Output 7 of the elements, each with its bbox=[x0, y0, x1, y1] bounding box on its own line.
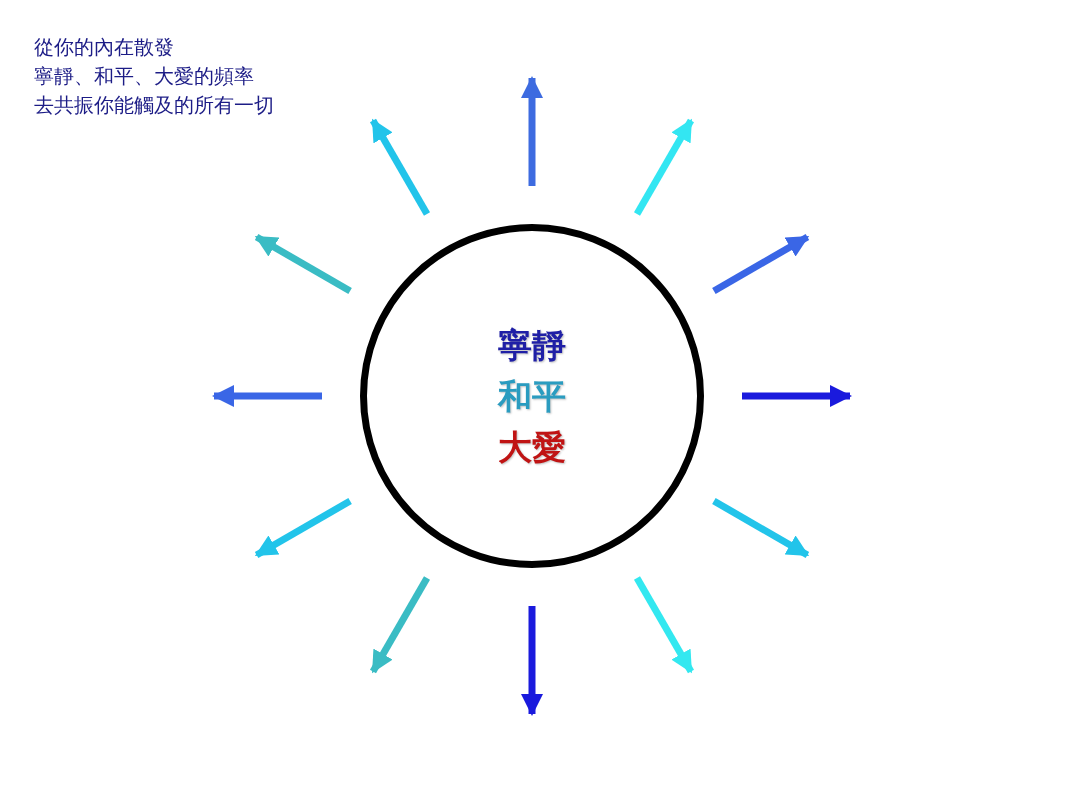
note-text: 寧靜、和平、大愛的頻率 bbox=[34, 63, 254, 90]
circle-text: 和平 bbox=[498, 374, 566, 418]
circle-text: 寧靜 bbox=[498, 323, 566, 367]
note-text: 去共振你能觸及的所有一切 bbox=[34, 92, 274, 119]
circle-text: 大愛 bbox=[498, 425, 566, 469]
note-text: 從你的內在散發 bbox=[34, 34, 174, 61]
circle bbox=[360, 224, 704, 568]
